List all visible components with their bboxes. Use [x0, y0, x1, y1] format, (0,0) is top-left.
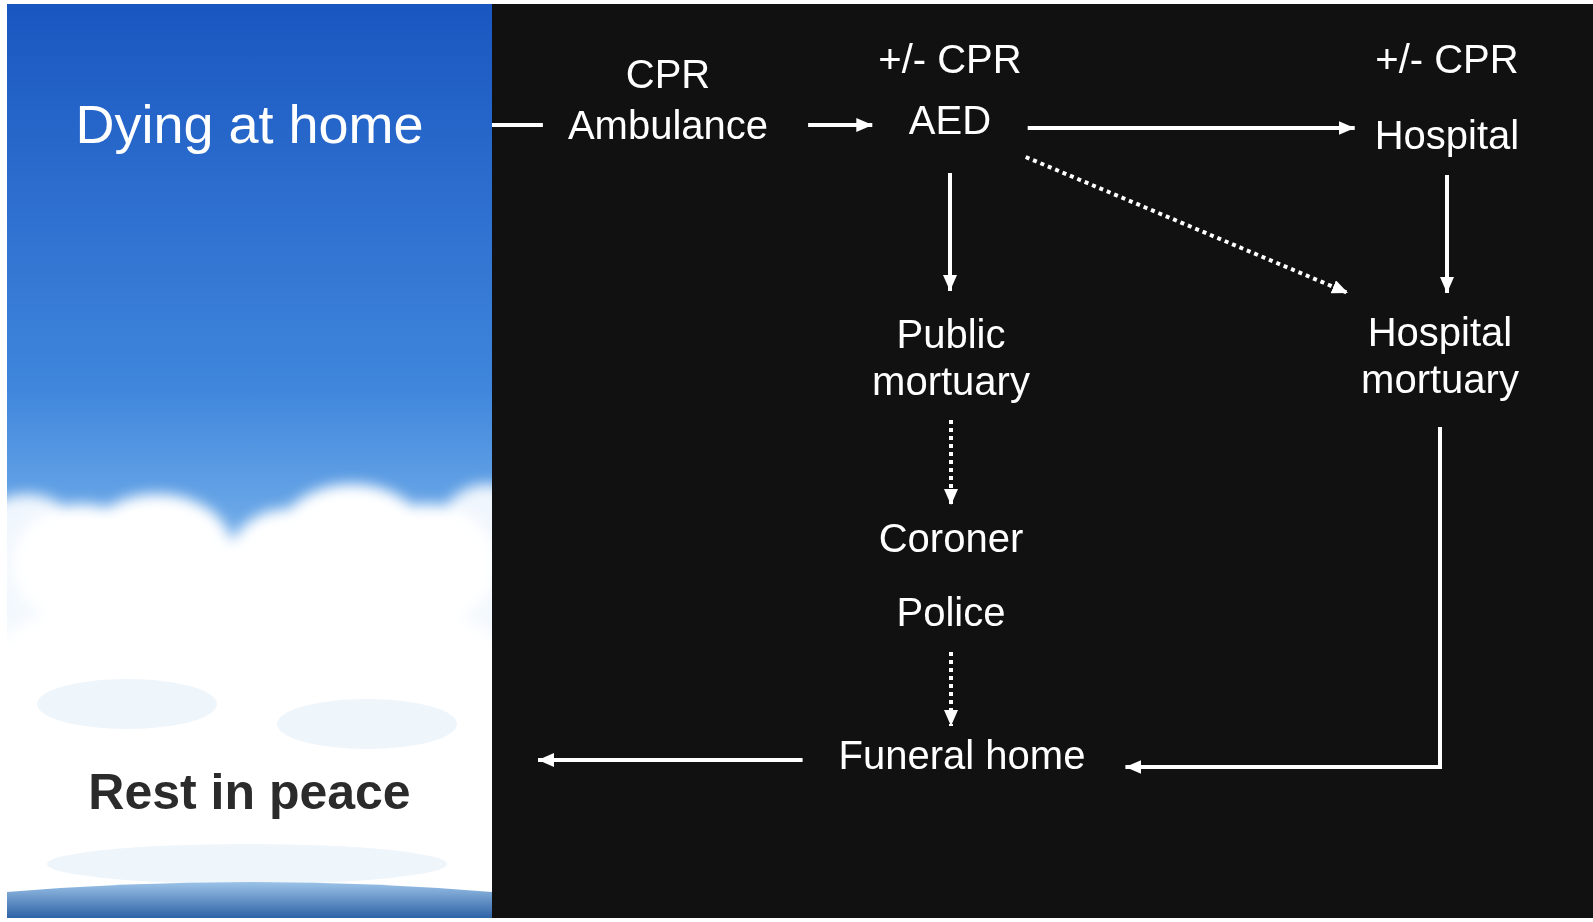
flow-arrow [538, 758, 803, 762]
step-label: +/- CPR [878, 36, 1021, 82]
panel-caption: Dying at home [7, 92, 492, 157]
step-node: Public mortuary [836, 311, 1066, 405]
step-node: +/- CPR AED [878, 36, 1021, 143]
flow-arrow [1445, 175, 1449, 293]
step-label: Hospital mortuary [1325, 309, 1555, 403]
step-label: Public mortuary [836, 311, 1066, 405]
step-label: Funeral home [839, 732, 1086, 778]
step-label: Hospital [1375, 112, 1520, 158]
flow-arrow [1125, 427, 1440, 767]
step-node: CoronerPolice [879, 515, 1024, 635]
step-label: Ambulance [568, 102, 768, 148]
flow-arrow [1028, 126, 1355, 130]
sky-panel: Dying at homeRest in peace [7, 4, 492, 918]
dotted-arrow [949, 652, 953, 726]
dotted-arrow [1026, 157, 1348, 293]
flow-arrow [948, 173, 952, 291]
step-node: +/- CPR Hospital [1375, 36, 1520, 158]
step-node: Funeral home [839, 732, 1086, 778]
panel-caption: Rest in peace [7, 762, 492, 822]
flow-arrow [492, 123, 543, 127]
flow-arrow [808, 123, 872, 127]
step-label: Police [879, 589, 1024, 635]
step-label: +/- CPR [1375, 36, 1520, 82]
dotted-arrow [949, 420, 953, 505]
step-label: AED [878, 97, 1021, 143]
step-node: Hospital mortuary [1325, 309, 1555, 403]
step-node: CPR Ambulance [568, 51, 768, 148]
step-label: Coroner [879, 515, 1024, 561]
step-label: CPR [568, 51, 768, 97]
dark-panel [490, 4, 1593, 918]
